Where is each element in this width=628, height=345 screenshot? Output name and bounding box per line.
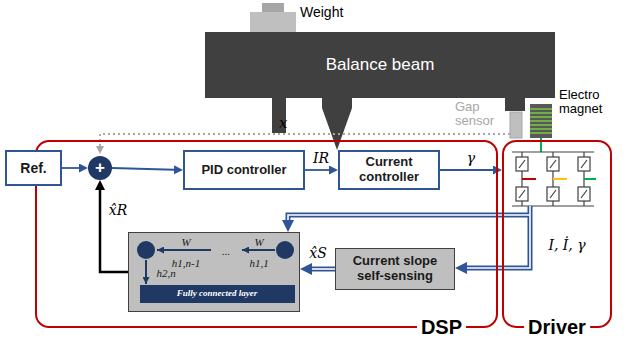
summing-junction: + [88,156,112,180]
weight-arrow [242,249,275,251]
node-text: PID controller [201,163,286,178]
phase-wire [584,178,596,180]
connector-line [305,169,329,171]
network-ground [128,232,300,312]
left-post [272,97,286,133]
weight-knob [262,3,284,13]
node-text: Current controller [344,155,434,185]
bus-outer [312,267,335,272]
network-symbol: ... [222,245,230,258]
beam-body: Balance beam [205,32,555,98]
network-symbol: h2,n [156,267,175,280]
weight-label: Weight [300,5,343,20]
inverter-symbol [512,152,594,206]
signal-bus-arrow [312,269,335,270]
region-heading: DSP [417,316,466,338]
neural-network-box: W... Wh1,n-1 h1,1 h2,nFully connected layer [128,232,300,312]
signal-arrow [440,170,493,171]
signal-bus-arrow [288,215,502,220]
self-sensing-box: Current slope self-sensing [335,248,455,290]
electromagnet-label: Electro magnet [559,88,613,117]
node-text: Current slope self-sensing [340,254,450,284]
connector-line [62,167,79,169]
pid-controller-box: PID controller [183,150,305,190]
bus-inner [288,215,502,220]
measurement-bus [502,206,530,268]
current-controller-box: Current controller [338,150,440,190]
weight-arrow [157,249,211,251]
electromagnet-coil [530,106,552,136]
measurement-bus-inner [502,206,530,268]
network-symbol: W [181,236,190,249]
node-text: Fully connected layer [177,288,258,298]
output-arrow [145,260,147,284]
network-symbol: h1,n-1 [172,257,200,270]
weight-block [250,12,296,33]
neuron [276,241,294,259]
signal-label: I, İ, γ [546,237,587,253]
right-post [505,97,525,111]
node-text: + [95,158,105,178]
phase-wire [522,178,536,180]
connector-line [100,190,128,272]
signal-arrow [305,170,329,171]
signal-arrow [62,168,79,169]
signal-label: γ [465,150,477,166]
signal-name: x [279,115,287,132]
network-symbol: h1,1 [249,257,268,270]
neuron [137,241,155,259]
pivot [322,97,352,150]
bus-outer [288,215,502,220]
signal-label: x̂R [107,202,129,218]
driver-region: Driver [502,140,612,328]
signal-arrow [100,190,128,272]
node-text: Ref. [20,160,46,176]
reference-box: Ref. [5,150,62,186]
sensor-signal-line [100,134,510,154]
connector-line [440,169,493,171]
node-text: Balance beam [326,55,435,75]
signal-label: x̂S [307,245,329,261]
signal-label: IR [311,150,331,166]
bus-inner [312,268,335,270]
connector-line [112,168,174,170]
gap-sensor-label: Gap sensor [455,100,501,129]
gap-sensor [510,112,522,138]
fully-connected-layer: Fully connected layer [140,285,295,303]
phase-wire [553,178,567,180]
signal-arrow [112,168,174,170]
dsp-region: DSP+PID controllerCurrent controllerW...… [35,140,498,328]
electromagnet-core [530,104,552,138]
network-symbol: W [254,236,263,249]
region-heading: Driver [524,316,590,338]
